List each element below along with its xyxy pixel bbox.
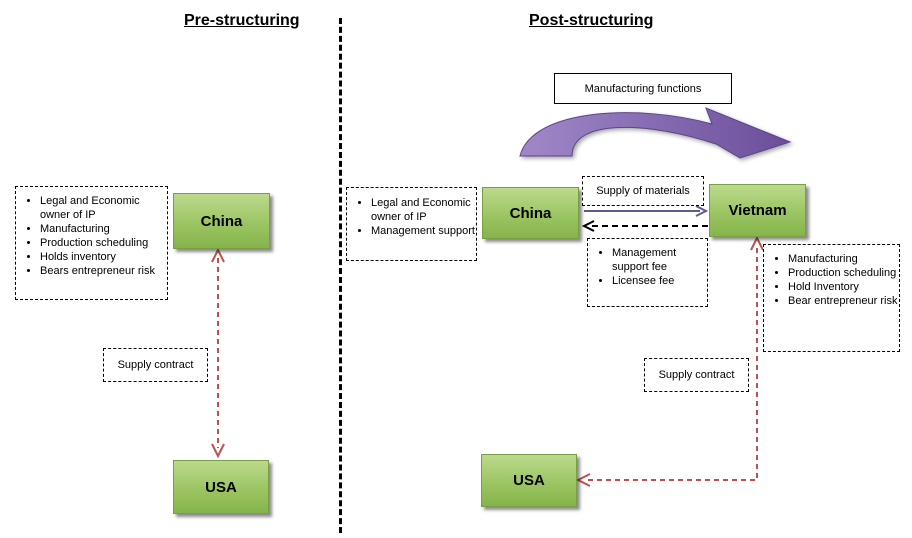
pre-china-functions-box: Legal and Economic owner of IP Manufactu… — [15, 186, 168, 300]
pre-china-box: China — [173, 193, 270, 249]
manufacturing-functions-label: Manufacturing functions — [584, 82, 702, 95]
function-item: Bears entrepreneur risk — [40, 264, 167, 278]
pre-usa-label: USA — [205, 478, 237, 496]
fees-box: Management support fee Licensee fee — [587, 238, 708, 307]
fee-item: Management support fee — [612, 246, 707, 274]
post-china-functions-box: Legal and Economic owner of IP Managemen… — [346, 187, 477, 261]
function-item: Manufacturing — [788, 252, 899, 266]
supply-of-materials-box: Supply of materials — [582, 176, 704, 206]
post-china-label: China — [509, 204, 552, 222]
section-divider — [339, 18, 342, 533]
function-item: Production scheduling — [788, 266, 899, 280]
fees-arrow — [581, 220, 708, 232]
pre-supply-contract-box: Supply contract — [103, 348, 208, 382]
supply-of-materials-arrow — [584, 205, 709, 217]
post-supply-contract-box: Supply contract — [644, 358, 749, 392]
function-item: Management support — [371, 224, 476, 238]
post-supply-contract-arrow — [575, 235, 764, 487]
pre-supply-contract-arrow — [211, 247, 225, 459]
function-item: Hold Inventory — [788, 280, 899, 294]
supply-of-materials-label: Supply of materials — [596, 185, 690, 197]
vietnam-label: Vietnam — [728, 202, 787, 219]
post-structuring-heading: Post-structuring — [529, 12, 654, 29]
function-item: Production scheduling — [40, 236, 167, 250]
function-item: Legal and Economic owner of IP — [40, 194, 167, 222]
function-item: Manufacturing — [40, 222, 167, 236]
pre-supply-contract-label: Supply contract — [117, 359, 194, 371]
function-item: Bear entrepreneur risk — [788, 294, 899, 308]
function-item: Legal and Economic owner of IP — [371, 196, 476, 224]
manufacturing-functions-box: Manufacturing functions — [554, 73, 732, 104]
pre-usa-box: USA — [173, 460, 269, 514]
vietnam-box: Vietnam — [709, 184, 806, 237]
post-usa-box: USA — [481, 454, 577, 507]
function-item: Holds inventory — [40, 250, 167, 264]
manufacturing-transfer-arrow — [519, 107, 792, 159]
pre-china-label: China — [200, 212, 243, 230]
post-supply-contract-label: Supply contract — [658, 369, 735, 381]
post-usa-label: USA — [513, 472, 545, 489]
fee-item: Licensee fee — [612, 274, 707, 288]
pre-structuring-heading: Pre-structuring — [184, 12, 300, 29]
post-china-box: China — [482, 187, 579, 239]
vietnam-functions-box: Manufacturing Production scheduling Hold… — [763, 244, 900, 352]
